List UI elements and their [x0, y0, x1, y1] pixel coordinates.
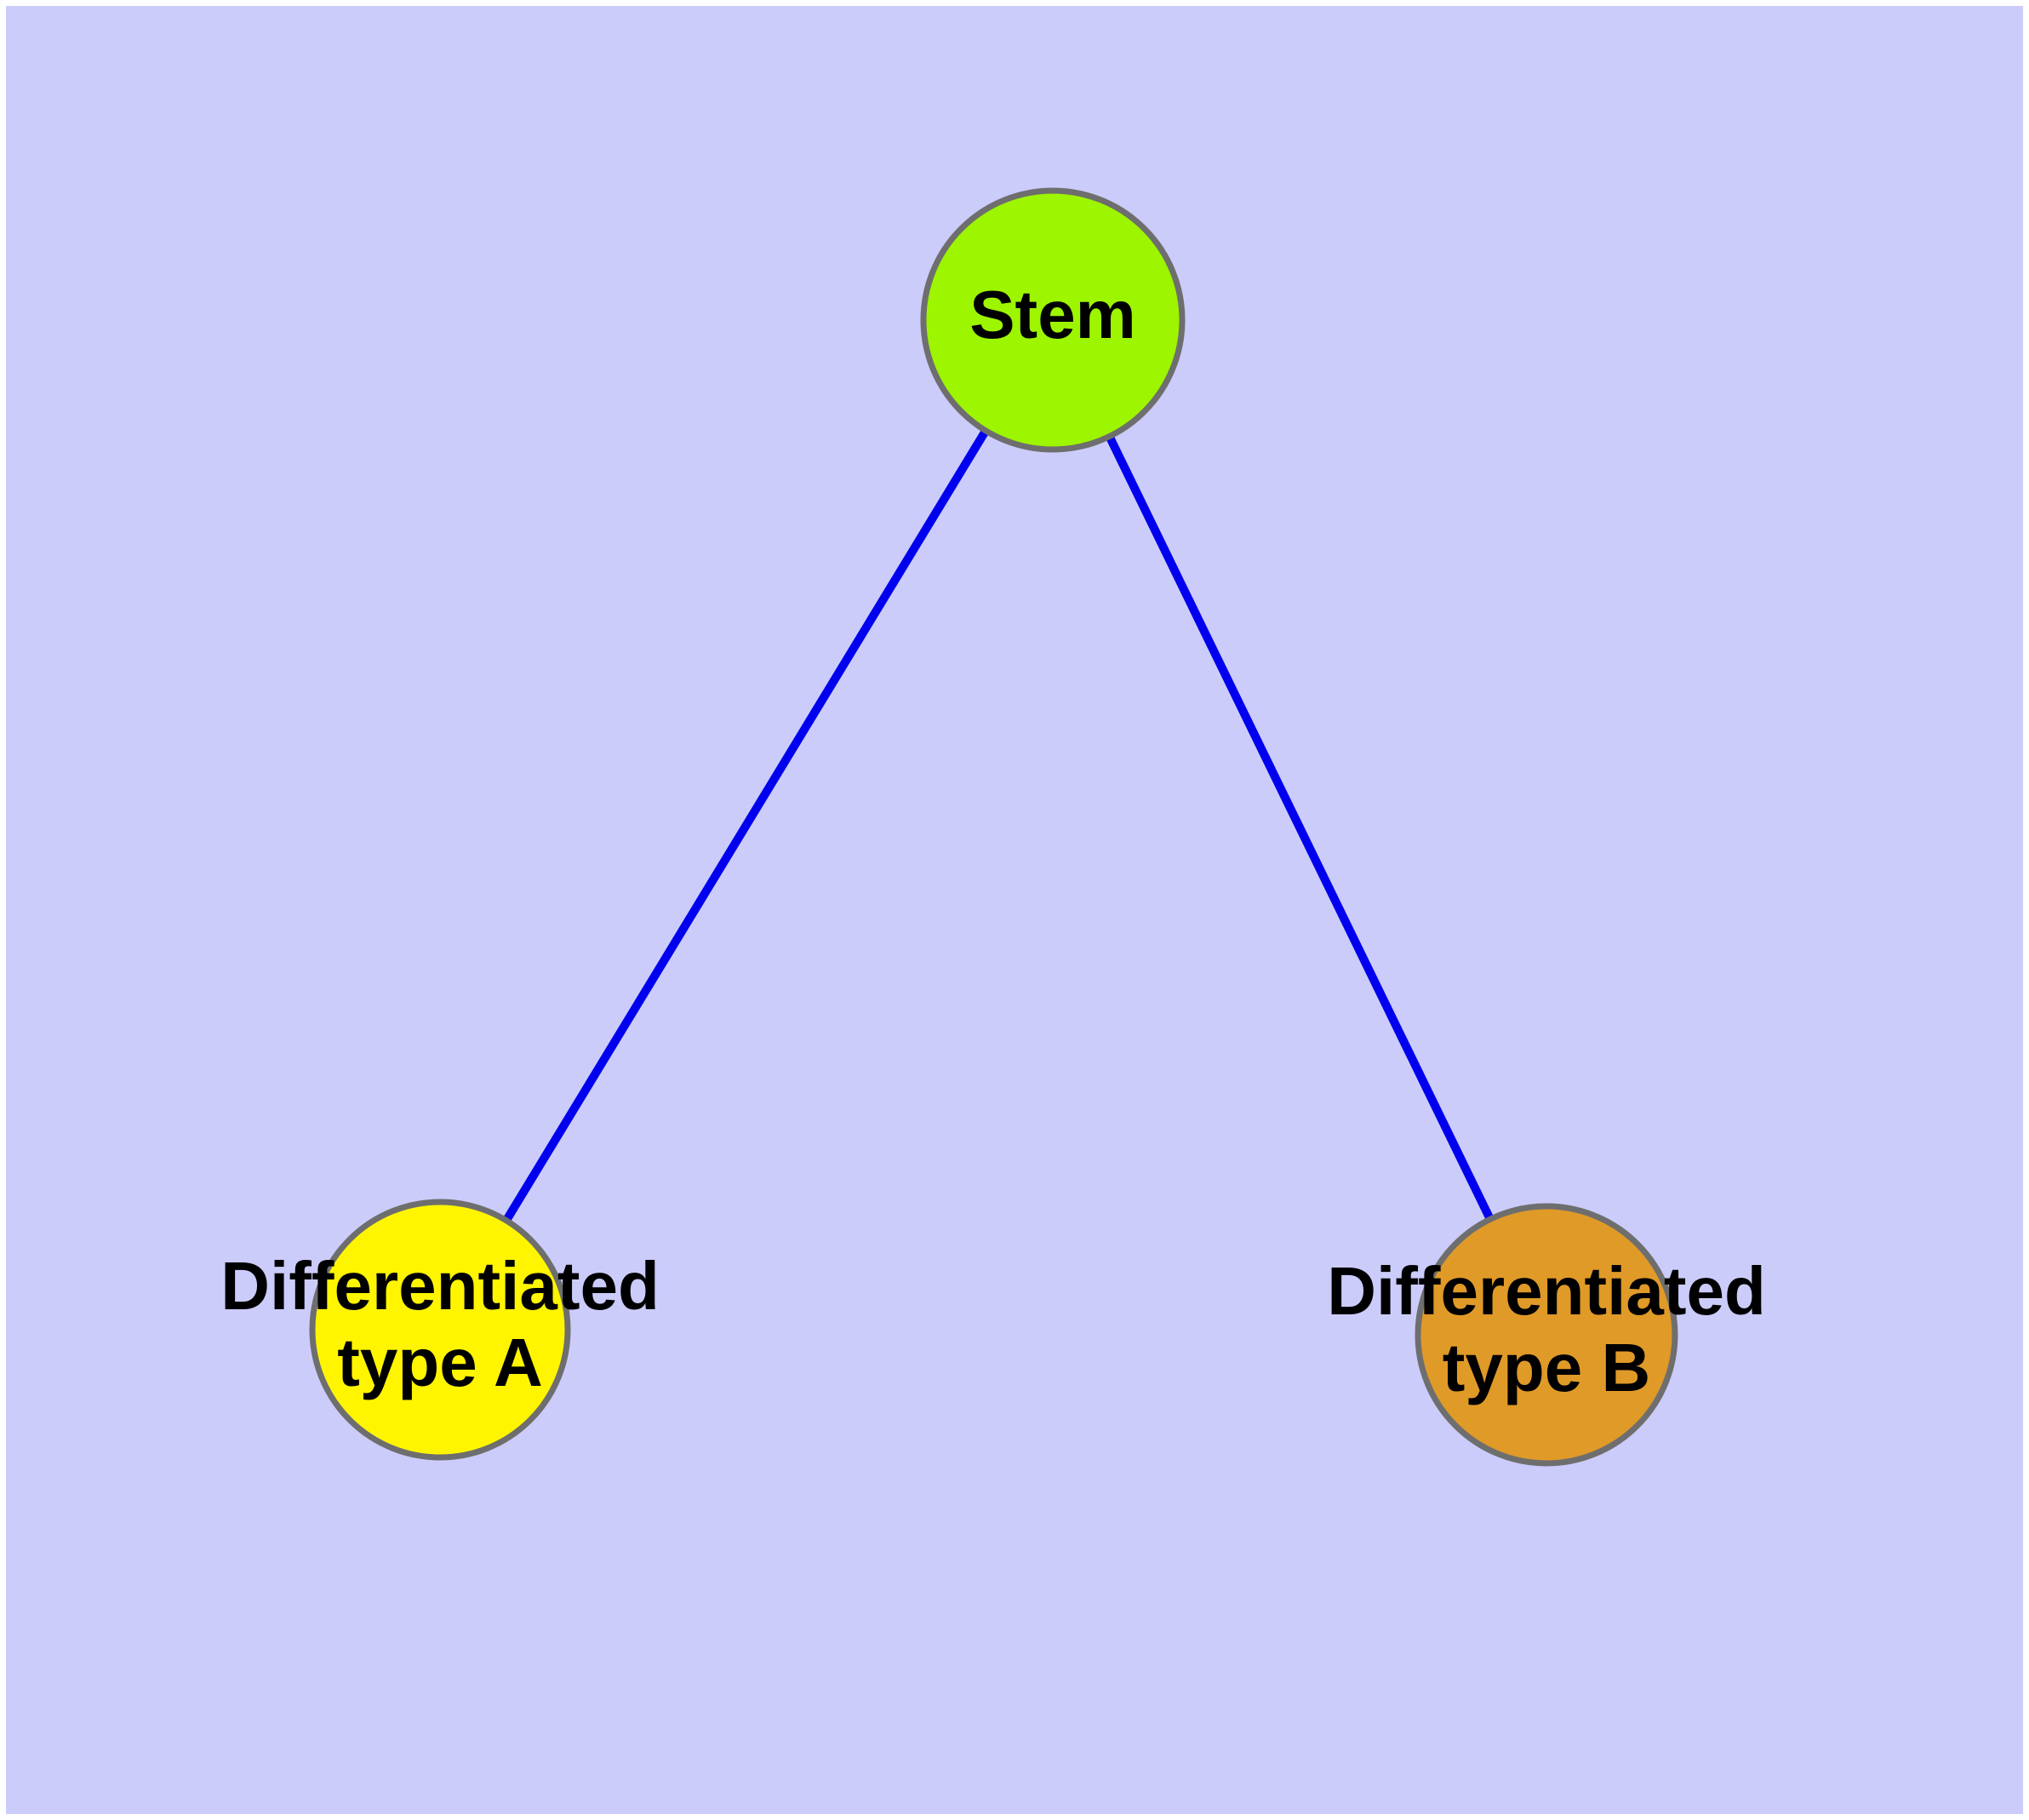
node-label-line: Stem — [969, 277, 1136, 352]
node-label-line: type A — [337, 1325, 543, 1400]
node-label-line: type B — [1443, 1330, 1651, 1405]
edge-stem-diff-b[interactable] — [1049, 318, 1551, 1337]
node-label-stem: Stem — [969, 277, 1136, 352]
node-circle-diff_a[interactable] — [309, 1199, 571, 1461]
node-label-line: Differentiated — [220, 1248, 660, 1324]
node-circle-stem[interactable] — [920, 187, 1186, 453]
node-circle-diff_b[interactable] — [1415, 1203, 1678, 1467]
node-label-line: Differentiated — [1327, 1253, 1766, 1329]
edge-layer — [436, 318, 1551, 1337]
edge-stem-diff-a[interactable] — [436, 318, 1057, 1332]
node-stem[interactable]: Stem — [920, 187, 1186, 453]
